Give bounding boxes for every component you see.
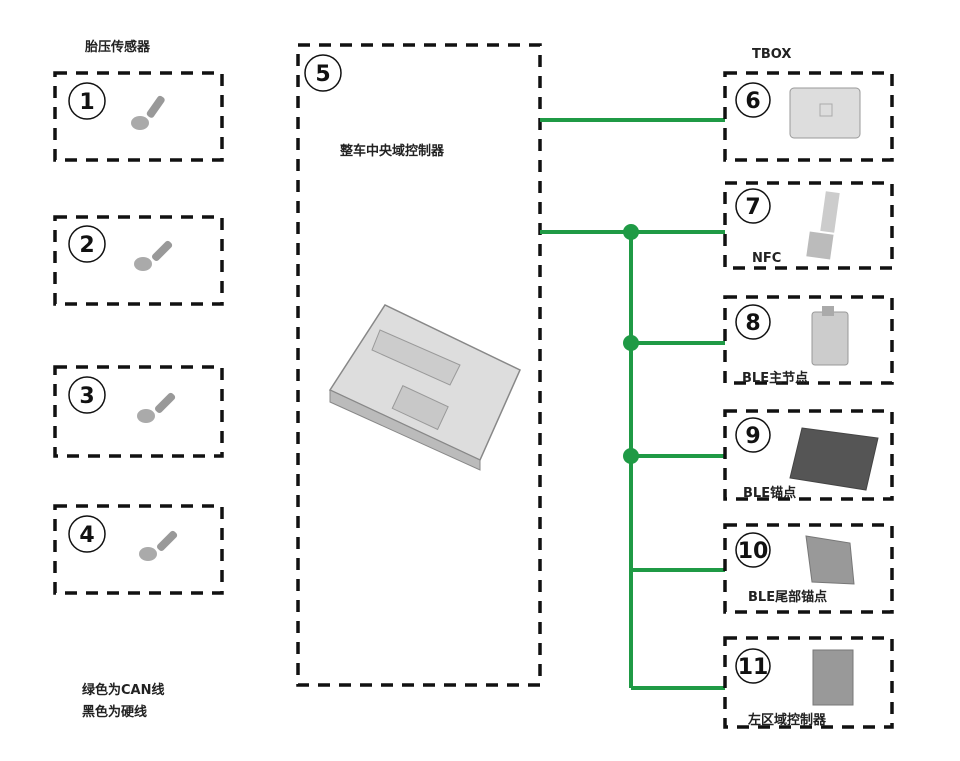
can-bus-lines	[540, 118, 725, 690]
central-label: 整车中央域控制器	[339, 143, 445, 159]
nfc-antenna-icon	[806, 191, 840, 260]
node-nfc: 7 NFC	[723, 181, 894, 270]
sensor-box	[53, 504, 224, 595]
node-box	[723, 71, 894, 162]
node-ble-main: 8 BLE主节点	[723, 295, 894, 386]
sensor-box	[53, 365, 224, 458]
node-label: BLE锚点	[743, 485, 796, 501]
sensor-number: 3	[79, 384, 94, 409]
junction-dot	[623, 448, 639, 464]
node-box	[723, 523, 894, 614]
number-circle	[68, 376, 106, 414]
central-domain-controller: 5 整车中央域控制器	[296, 43, 542, 687]
node-label: 左区域控制器	[748, 712, 827, 728]
node-ble-rear: 10 BLE尾部锚点	[723, 523, 894, 614]
node-ble-anchor: 9 BLE锚点	[723, 409, 894, 501]
sensor-number: 4	[79, 523, 94, 548]
tpms-sensor-2: 2	[53, 215, 224, 306]
number-circle	[735, 304, 771, 340]
number-circle	[68, 82, 106, 120]
ble-rear-anchor-icon	[805, 535, 855, 585]
left-zone-controller-icon	[812, 649, 854, 706]
ble-anchor-module-icon	[789, 427, 879, 491]
node-number: 8	[745, 311, 760, 336]
tbox-label: TBOX	[752, 47, 791, 62]
tire-pressure-sensor-icon	[137, 392, 176, 423]
sensor-box	[53, 215, 224, 306]
number-circle	[735, 532, 771, 568]
central-number: 5	[315, 62, 330, 87]
sensor-number: 1	[79, 90, 94, 115]
node-label: NFC	[752, 251, 781, 266]
tbox-module-icon	[789, 87, 861, 139]
tpms-sensor-3: 3	[53, 365, 224, 458]
node-box	[723, 409, 894, 501]
node-number: 9	[745, 424, 760, 449]
node-left-zone-controller: 11 左区域控制器	[723, 636, 894, 729]
tire-pressure-sensor-icon	[139, 530, 178, 561]
tpms-sensor-1: 1	[53, 71, 224, 162]
number-circle	[735, 417, 771, 453]
number-circle	[735, 188, 771, 224]
node-box	[723, 295, 894, 385]
number-circle	[68, 225, 106, 263]
node-number: 6	[745, 89, 760, 114]
node-number: 7	[745, 195, 760, 220]
legend-hardwire: 黑色为硬线	[82, 704, 147, 720]
node-number: 10	[738, 539, 769, 564]
number-circle	[304, 54, 342, 92]
node-number: 11	[738, 655, 769, 680]
legend-can-line: 绿色为CAN线	[82, 682, 164, 698]
node-box	[723, 636, 894, 729]
tire-pressure-sensor-icon	[134, 240, 173, 271]
tpms-title: 胎压传感器	[85, 39, 151, 55]
node-label: BLE主节点	[742, 370, 808, 386]
number-circle	[735, 82, 771, 118]
number-circle	[735, 648, 771, 684]
sensor-number: 2	[79, 233, 94, 258]
tpms-sensor-4: 4	[53, 504, 224, 595]
junction-dot	[623, 335, 639, 351]
ble-main-module-icon	[811, 306, 849, 366]
junction-dot	[623, 224, 639, 240]
number-circle	[68, 515, 106, 553]
node-tbox: 6	[723, 71, 894, 162]
node-label: BLE尾部锚点	[748, 589, 827, 605]
sensor-box	[53, 71, 224, 162]
tire-pressure-sensor-icon	[131, 95, 165, 130]
ecu-module-icon	[328, 304, 521, 471]
